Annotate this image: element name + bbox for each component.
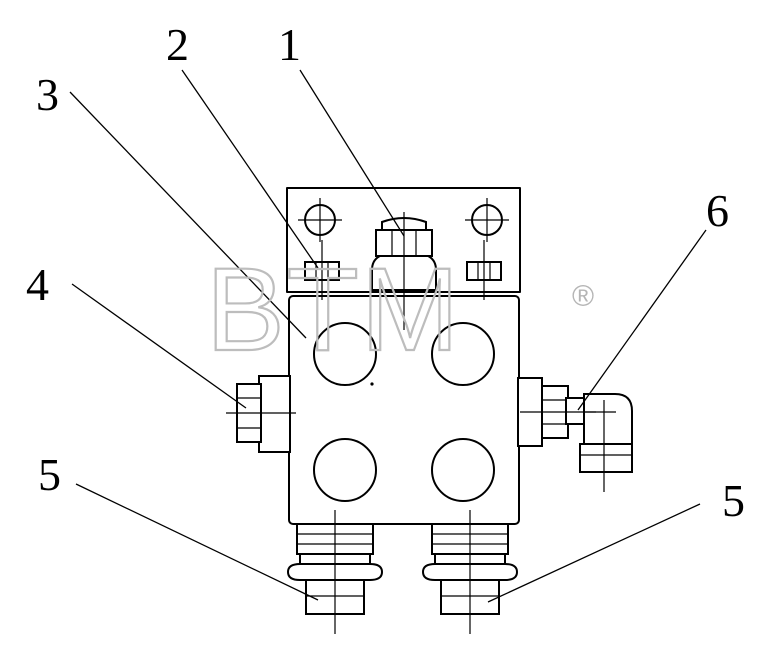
leader-4 bbox=[71, 283, 247, 409]
callout-5-right: 5 bbox=[722, 475, 745, 526]
bottom-fitting-left bbox=[286, 510, 384, 634]
leader-2 bbox=[181, 69, 319, 269]
watermark-text: BTM bbox=[206, 244, 461, 376]
callout-4: 4 bbox=[26, 259, 49, 310]
watermark-registered-mark: ® bbox=[572, 280, 594, 313]
callout-5-left: 5 bbox=[38, 449, 61, 500]
port-top-right bbox=[431, 322, 495, 386]
leader-5-right bbox=[487, 503, 701, 603]
leader-lines bbox=[69, 69, 707, 603]
callout-6: 6 bbox=[706, 185, 729, 236]
port-bottom-left bbox=[313, 438, 377, 502]
port-bottom-right bbox=[431, 438, 495, 502]
callout-2: 2 bbox=[166, 19, 189, 70]
callout-1: 1 bbox=[278, 19, 301, 70]
watermark: BTM ® bbox=[205, 243, 594, 377]
bracket-bolt-left bbox=[304, 240, 340, 300]
left-plug bbox=[226, 375, 296, 453]
bracket-bolt-right bbox=[466, 240, 502, 300]
top-fitting bbox=[371, 212, 437, 330]
callout-3: 3 bbox=[36, 69, 59, 120]
leader-3 bbox=[69, 91, 307, 339]
port-top-left bbox=[313, 322, 377, 386]
leader-1 bbox=[299, 69, 405, 237]
leader-5-left bbox=[75, 483, 319, 601]
callout-labels: 1 2 3 4 5 5 6 bbox=[26, 19, 745, 526]
right-elbow-fitting bbox=[517, 377, 633, 492]
bottom-fitting-right bbox=[421, 510, 519, 634]
leader-6 bbox=[577, 229, 707, 411]
